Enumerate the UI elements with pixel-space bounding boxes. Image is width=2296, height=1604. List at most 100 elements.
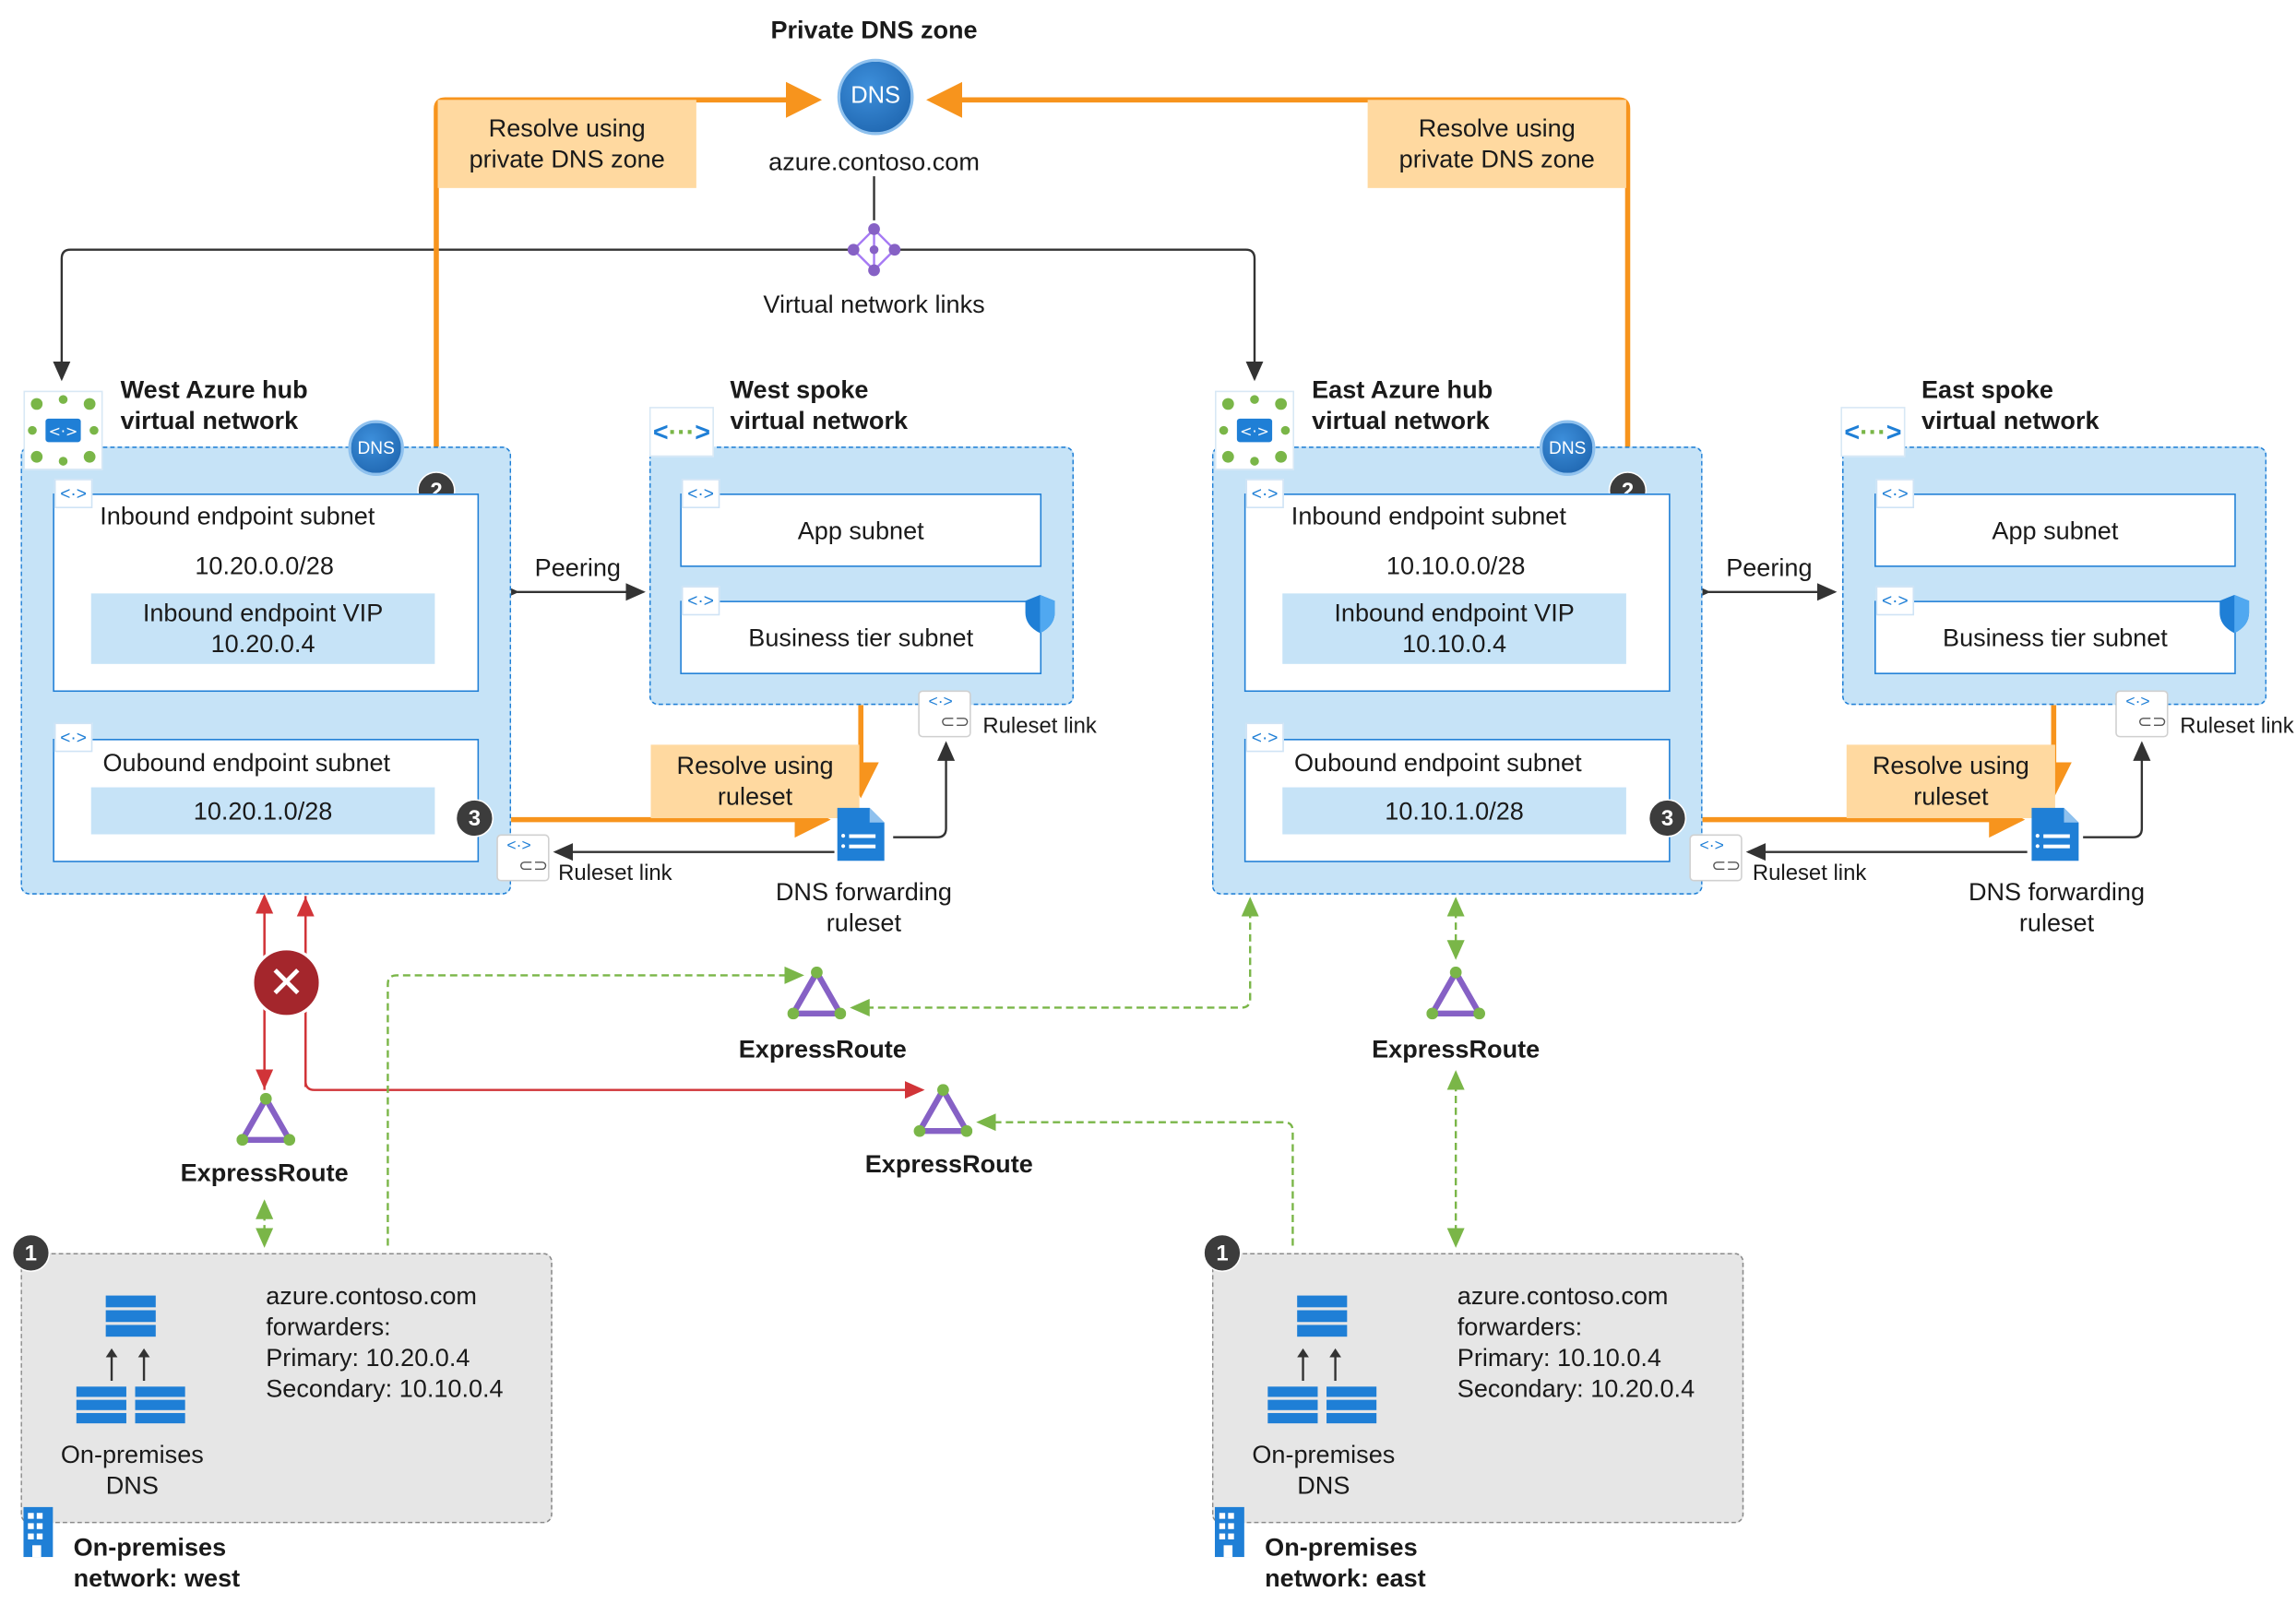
onprem-west-network-label: On-premises network: west — [73, 1533, 241, 1593]
virtual-network-links-icon — [847, 223, 901, 277]
west-outbound-cidr-text: 10.20.1.0/28 — [193, 796, 333, 826]
east-business-subnet[interactable]: Business tier subnet — [1874, 600, 2236, 674]
private-dns-zone-name: azure.contoso.com — [768, 148, 980, 177]
west-vip-label: Inbound endpoint VIP — [142, 599, 384, 627]
building-icon — [1214, 1506, 1244, 1558]
ruleset-link-icon: <·> ⊂⊃ — [2115, 690, 2169, 738]
virtual-network-links-label: Virtual network links — [763, 291, 985, 319]
expressroute-east-label: ExpressRoute — [1372, 1035, 1541, 1063]
onprem-east-forwarders: forwarders: — [1457, 1313, 1583, 1341]
west-inbound-cidr: 10.20.0.0/28 — [195, 552, 334, 581]
east-app-subnet-label: App subnet — [1992, 516, 2119, 545]
spoke-vnet-icon: <···> — [648, 407, 714, 457]
onprem-west-badge-1: 1 — [11, 1233, 51, 1273]
onprem-west-forwarders: forwarders: — [266, 1313, 391, 1341]
callout-resolve-ruleset-east: Resolve using ruleset — [1846, 744, 2055, 819]
east-hub-dns-icon: DNS — [1539, 420, 1596, 476]
west-ruleset-label: DNS forwarding ruleset — [775, 878, 952, 938]
east-ruleset-label: DNS forwarding ruleset — [1968, 878, 2146, 938]
expressroute-west-label: ExpressRoute — [180, 1158, 349, 1187]
expressroute-center-label: ExpressRoute — [738, 1035, 907, 1063]
svg-text:<·>: <·> — [49, 422, 78, 440]
east-business-subnet-label: Business tier subnet — [1943, 624, 2168, 652]
expressroute-center2-label: ExpressRoute — [864, 1149, 1033, 1179]
west-hub-dns-icon: DNS — [348, 420, 404, 476]
callout-resolve-private-east: Resolve using private DNS zone — [1367, 100, 1626, 188]
onprem-east-badge-1: 1 — [1203, 1233, 1242, 1273]
onprem-west-zone: azure.contoso.com — [266, 1282, 477, 1311]
west-hub-ruleset-link-label: Ruleset link — [558, 861, 672, 886]
east-hub-title: East Azure hub virtual network — [1312, 375, 1493, 435]
onprem-west-secondary: Secondary: 10.10.0.4 — [266, 1374, 504, 1403]
ruleset-link-icon: <·> ⊂⊃ — [496, 834, 550, 882]
east-inbound-subnet-label: Inbound endpoint subnet — [1291, 502, 1566, 530]
expressroute-icon[interactable] — [236, 1092, 296, 1147]
dns-forwarding-ruleset-icon[interactable] — [835, 805, 887, 864]
callout-resolve-ruleset-west: Resolve using ruleset — [650, 744, 860, 819]
west-outbound-subnet-label: Oubound endpoint subnet — [102, 749, 391, 778]
subnet-icon: <·> — [1875, 479, 1915, 509]
private-dns-icon-label: DNS — [851, 83, 901, 109]
subnet-icon: <·> — [54, 479, 93, 509]
ruleset-link-icon: <·> ⊂⊃ — [918, 690, 971, 738]
west-hub-badge-3: 3 — [455, 799, 494, 838]
subnet-icon: <·> — [681, 586, 720, 616]
onprem-east-primary: Primary: 10.10.0.4 — [1457, 1344, 1661, 1372]
west-business-subnet-label: Business tier subnet — [748, 624, 974, 652]
west-hub-icon: <·> — [23, 390, 103, 470]
onprem-east-zone: azure.contoso.com — [1457, 1282, 1669, 1311]
east-app-subnet[interactable]: App subnet — [1874, 493, 2236, 567]
ruleset-link-icon: <·> ⊂⊃ — [1689, 834, 1743, 882]
east-peering-label: Peering — [1726, 553, 1813, 582]
east-hub-icon: <·> — [1214, 390, 1294, 470]
west-spoke-title: West spoke virtual network — [730, 375, 909, 435]
shield-icon — [2219, 594, 2250, 634]
east-inbound-vip[interactable]: Inbound endpoint VIP 10.10.0.4 — [1282, 593, 1626, 664]
east-outbound-cidr[interactable]: 10.10.1.0/28 — [1282, 787, 1626, 835]
shield-icon — [1025, 594, 1055, 634]
expressroute-icon[interactable] — [1426, 966, 1486, 1020]
building-icon — [23, 1506, 54, 1558]
expressroute-icon[interactable] — [913, 1084, 973, 1137]
private-dns-zone-icon[interactable]: DNS — [837, 58, 914, 136]
hub-vnet-icon: <·> — [28, 395, 99, 466]
dns-servers-icon — [76, 1295, 185, 1424]
onprem-east-dns-label: On-premises DNS — [1252, 1441, 1396, 1500]
west-peering-label: Peering — [534, 553, 622, 582]
west-vip-ip: 10.20.0.4 — [210, 630, 315, 659]
west-inbound-subnet-label: Inbound endpoint subnet — [100, 502, 375, 530]
dns-forwarding-ruleset-icon[interactable] — [2028, 805, 2081, 864]
west-business-subnet[interactable]: Business tier subnet — [680, 600, 1042, 674]
onprem-east-network-label: On-premises network: east — [1265, 1533, 1426, 1593]
east-hub-badge-3: 3 — [1648, 799, 1687, 838]
onprem-west-primary: Primary: 10.20.0.4 — [266, 1344, 470, 1372]
svg-text:<·>: <·> — [1240, 422, 1269, 440]
east-spoke-title: East spoke virtual network — [1921, 375, 2100, 435]
east-vip-label: Inbound endpoint VIP — [1334, 599, 1575, 627]
hub-vnet-icon: <·> — [1219, 395, 1291, 466]
west-inbound-vip[interactable]: Inbound endpoint VIP 10.20.0.4 — [90, 593, 435, 664]
east-vip-ip: 10.10.0.4 — [1402, 630, 1507, 659]
subnet-icon: <·> — [1245, 479, 1284, 509]
west-spoke-ruleset-link-label: Ruleset link — [982, 713, 1097, 740]
onprem-east-secondary: Secondary: 10.20.0.4 — [1457, 1374, 1695, 1403]
callout-resolve-private-west: Resolve using private DNS zone — [437, 100, 696, 188]
east-outbound-cidr-text: 10.10.1.0/28 — [1385, 796, 1524, 826]
subnet-icon: <·> — [54, 722, 93, 753]
private-dns-zone-title: Private DNS zone — [770, 16, 978, 44]
west-app-subnet-label: App subnet — [797, 516, 924, 545]
west-hub-dns-label: DNS — [357, 437, 395, 458]
east-outbound-subnet-label: Oubound endpoint subnet — [1293, 749, 1582, 778]
east-inbound-cidr: 10.10.0.0/28 — [1386, 552, 1526, 581]
east-hub-ruleset-link-label: Ruleset link — [1752, 861, 1867, 886]
failure-x-icon: ✕ — [251, 947, 322, 1018]
west-app-subnet[interactable]: App subnet — [680, 493, 1042, 567]
spoke-vnet-icon: <···> — [1840, 407, 1906, 457]
dns-servers-icon — [1267, 1295, 1377, 1424]
west-outbound-cidr[interactable]: 10.20.1.0/28 — [90, 787, 435, 835]
west-hub-title: West Azure hub virtual network — [120, 375, 308, 435]
east-spoke-ruleset-link-label: Ruleset link — [2180, 713, 2294, 740]
subnet-icon: <·> — [681, 479, 720, 509]
expressroute-icon[interactable] — [787, 966, 847, 1020]
